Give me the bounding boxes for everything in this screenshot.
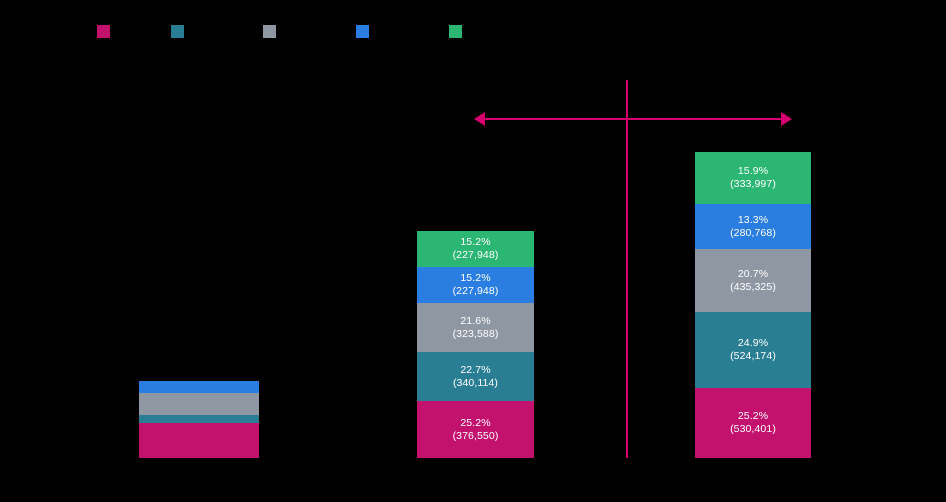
- segment-count: (376,550): [452, 429, 499, 442]
- segment-count: (340,114): [452, 376, 499, 389]
- bar-right-segment-series-5[interactable]: 15.9% (333,997): [695, 152, 811, 204]
- legend-item-series-1[interactable]: [97, 25, 118, 38]
- legend-swatch-series-2: [171, 25, 184, 38]
- segment-pct: 22.7%: [460, 363, 491, 376]
- bar-right-segment-series-3[interactable]: 20.7% (435,325): [695, 249, 811, 312]
- segment-count: (227,948): [452, 285, 499, 297]
- annotation-double-arrow: [474, 112, 792, 126]
- segment-pct: 24.9%: [737, 337, 769, 349]
- bar-right-segment-series-1[interactable]: 25.2% (530,401): [695, 388, 811, 458]
- segment-pct: 25.2%: [737, 410, 769, 422]
- bar-right-segment-series-2[interactable]: 24.9% (524,174): [695, 312, 811, 388]
- arrow-shaft: [482, 118, 784, 120]
- legend-item-series-4[interactable]: [356, 25, 377, 38]
- legend-swatch-series-4: [356, 25, 369, 38]
- legend-item-series-5[interactable]: [449, 25, 470, 38]
- bar-left-segment-series-2[interactable]: [139, 415, 259, 423]
- legend-swatch-series-3: [263, 25, 276, 38]
- bar-middle[interactable]: 15.2% (227,948) 15.2% (227,948) 21.6% (3…: [417, 231, 534, 458]
- arrow-head-left-icon: [474, 112, 485, 126]
- legend-item-series-2[interactable]: [171, 25, 192, 38]
- bar-middle-segment-series-4[interactable]: 15.2% (227,948): [417, 267, 534, 303]
- segment-count: (280,768): [730, 226, 776, 239]
- bar-middle-segment-series-1[interactable]: 25.2% (376,550): [417, 401, 534, 458]
- segment-pct: 25.2%: [460, 416, 491, 429]
- bar-right-segment-series-4[interactable]: 13.3% (280,768): [695, 204, 811, 249]
- arrow-head-right-icon: [781, 112, 792, 126]
- bar-right[interactable]: 15.9% (333,997) 13.3% (280,768) 20.7% (4…: [695, 152, 811, 458]
- bar-left-segment-series-1[interactable]: [139, 423, 259, 458]
- segment-count: (435,325): [730, 280, 776, 293]
- segment-pct: 20.7%: [737, 267, 769, 280]
- segment-pct: 21.6%: [460, 314, 491, 327]
- bar-left-segment-series-3[interactable]: [139, 393, 259, 415]
- segment-pct: 15.2%: [460, 236, 491, 248]
- segment-count: (524,174): [730, 350, 776, 362]
- segment-count: (333,997): [730, 178, 776, 190]
- bar-middle-segment-series-2[interactable]: 22.7% (340,114): [417, 352, 534, 401]
- segment-pct: 15.9%: [737, 165, 769, 177]
- legend-swatch-series-5: [449, 25, 462, 38]
- bar-left-segment-series-4[interactable]: [139, 381, 259, 393]
- segment-pct: 15.2%: [460, 272, 491, 284]
- segment-pct: 13.3%: [737, 213, 769, 226]
- annotation-vertical-line: [626, 80, 628, 458]
- legend-item-series-3[interactable]: [263, 25, 284, 38]
- segment-count: (530,401): [730, 423, 776, 435]
- segment-count: (323,588): [452, 327, 499, 340]
- bar-middle-segment-series-5[interactable]: 15.2% (227,948): [417, 231, 534, 267]
- bar-left[interactable]: [139, 381, 259, 458]
- segment-count: (227,948): [452, 249, 499, 261]
- legend-swatch-series-1: [97, 25, 110, 38]
- bar-middle-segment-series-3[interactable]: 21.6% (323,588): [417, 303, 534, 352]
